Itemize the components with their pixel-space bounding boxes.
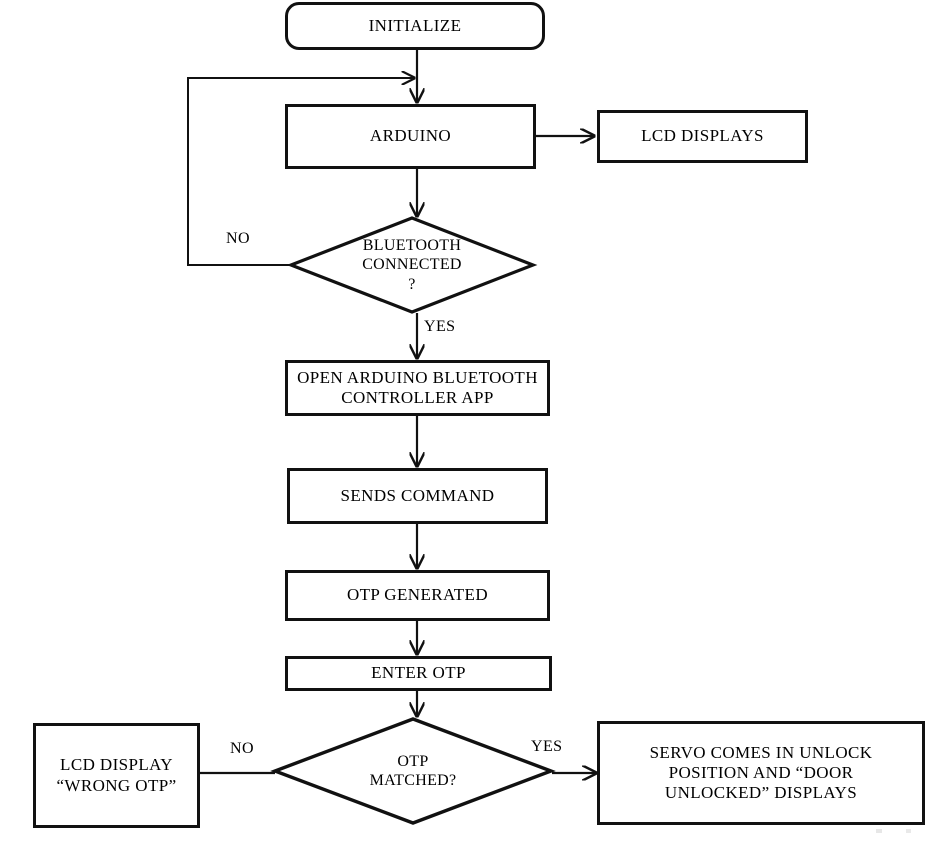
node-lcd-displays[interactable]: LCD DISPLAYS (597, 110, 808, 163)
node-otp-generated[interactable]: OTP GENERATED (285, 570, 550, 621)
node-sends-command[interactable]: SENDS COMMAND (287, 468, 548, 524)
otp-matched-diamond-shape (270, 717, 556, 825)
edge-label-otp-yes: YES (531, 738, 563, 755)
node-servo-unlock[interactable]: SERVO COMES IN UNLOCK POSITION AND “DOOR… (597, 721, 925, 825)
node-wrong-otp-label: LCD DISPLAY “WRONG OTP” (56, 755, 177, 795)
node-open-app[interactable]: OPEN ARDUINO BLUETOOTH CONTROLLER APP (285, 360, 550, 416)
bluetooth-diamond-shape (286, 216, 538, 314)
node-otp-generated-label: OTP GENERATED (346, 585, 489, 605)
node-otp-matched-label: OTP MATCHED? (369, 752, 457, 789)
node-bluetooth-connected-label: BLUETOOTH CONNECTED ? (362, 237, 462, 293)
edge-label-bluetooth-yes: YES (424, 318, 456, 335)
node-open-app-label: OPEN ARDUINO BLUETOOTH CONTROLLER APP (297, 367, 538, 407)
node-arduino-label: ARDUINO (369, 126, 452, 146)
node-initialize-label: INITIALIZE (368, 15, 462, 35)
node-otp-matched[interactable]: OTP MATCHED? (270, 717, 556, 825)
node-enter-otp-label: ENTER OTP (371, 663, 466, 683)
edge-label-bluetooth-no: NO (226, 230, 250, 247)
node-wrong-otp[interactable]: LCD DISPLAY “WRONG OTP” (33, 723, 200, 828)
node-arduino[interactable]: ARDUINO (285, 104, 536, 169)
edge-label-otp-no: NO (230, 740, 254, 757)
node-lcd-displays-label: LCD DISPLAYS (641, 126, 764, 146)
node-enter-otp[interactable]: ENTER OTP (285, 656, 552, 691)
node-sends-command-label: SENDS COMMAND (340, 485, 495, 505)
node-bluetooth-connected[interactable]: BLUETOOTH CONNECTED ? (286, 216, 538, 314)
node-initialize[interactable]: INITIALIZE (285, 2, 545, 50)
node-servo-unlock-label: SERVO COMES IN UNLOCK POSITION AND “DOOR… (649, 742, 873, 803)
scan-artifact-mark (876, 829, 882, 833)
scan-artifact-mark (906, 829, 911, 833)
